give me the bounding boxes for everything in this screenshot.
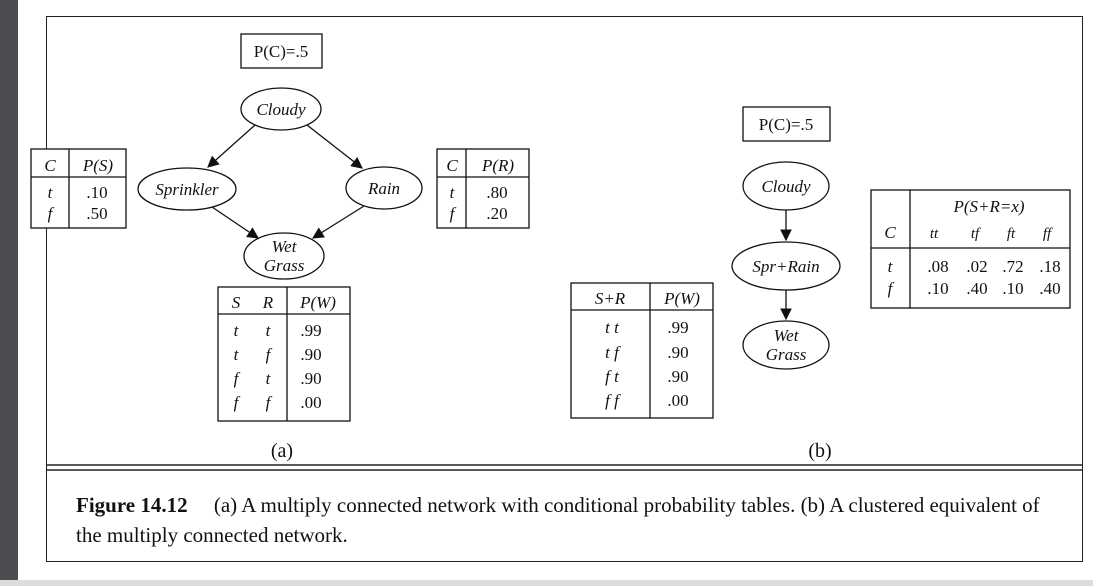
- cpt-title: P(S+R=x): [952, 197, 1024, 216]
- cpt-header: C: [44, 156, 56, 175]
- cpt-cell: .18: [1039, 257, 1060, 276]
- cpt-header: P(R): [481, 156, 514, 175]
- edge-cloudy-sprinkler: [207, 124, 256, 168]
- cpt-cell: .10: [86, 183, 107, 202]
- cpt-cell: .80: [486, 183, 507, 202]
- cpt-cell: t t: [605, 318, 620, 337]
- cpt-cell: f f: [605, 391, 621, 410]
- cpt-cell: t: [234, 345, 240, 364]
- cpt-cell: t: [48, 183, 54, 202]
- panel-a: P(C)=.5 Cloudy Sprinkler Rain Wet Grass …: [30, 33, 530, 462]
- cpt-cell: .08: [927, 257, 948, 276]
- cpt-header: ft: [1007, 226, 1016, 242]
- node-wetgrass: [243, 232, 325, 280]
- cpt-header: S+R: [595, 289, 626, 308]
- node-wetgrass-label-2: Grass: [264, 256, 305, 275]
- cpt-header: C: [884, 223, 896, 242]
- panel-a-label: (a): [271, 440, 293, 462]
- cpt-cell: .90: [300, 369, 321, 388]
- node-rain-label: Rain: [367, 179, 400, 198]
- cpt-cell: f: [266, 345, 273, 364]
- prior-box: [240, 33, 323, 69]
- cpt-cell: t: [888, 257, 894, 276]
- rain-cpt: C P(R) t .80 f .20: [436, 148, 530, 229]
- figure-caption: Figure 14.12 (a) A multiply connected ne…: [76, 490, 1066, 550]
- cpt-header: tt: [930, 226, 939, 242]
- cpt-header: S: [232, 293, 241, 312]
- cpt-cell: .20: [486, 204, 507, 223]
- edge-cloudy-rain: [306, 124, 363, 169]
- cpt-cell: .40: [1039, 279, 1060, 298]
- node-cloudy-label: Cloudy: [761, 177, 811, 196]
- figure-number: Figure 14.12: [76, 493, 188, 517]
- node-sprinkler: [137, 167, 237, 211]
- prior-box: [742, 106, 831, 142]
- caption-text: (a) A multiply connected network with co…: [76, 493, 1040, 547]
- node-wetgrass-label-1: Wet: [272, 237, 298, 256]
- cpt-header: C: [446, 156, 458, 175]
- node-cloudy: [240, 87, 322, 131]
- cpt-cell: .10: [927, 279, 948, 298]
- node-wetgrass-label-2: Grass: [766, 345, 807, 364]
- panel-b-label: (b): [808, 440, 831, 462]
- cpt-header: P(S): [82, 156, 114, 175]
- cpt-cell: .99: [300, 321, 321, 340]
- cpt-cell: .90: [300, 345, 321, 364]
- node-sprinkler-label: Sprinkler: [155, 180, 219, 199]
- cpt-header: P(W): [663, 289, 700, 308]
- cpt-cell: .90: [667, 343, 688, 362]
- cpt-cell: f: [234, 393, 241, 412]
- node-rain: [345, 166, 423, 210]
- node-cloudy-label: Cloudy: [256, 100, 306, 119]
- cpt-cell: .72: [1002, 257, 1023, 276]
- edge-rain-wet: [312, 205, 365, 239]
- panel-b: P(C)=.5 Cloudy Spr+Rain Wet Grass P(S+R=…: [570, 106, 1071, 462]
- edge-sprinkler-wet: [211, 206, 259, 239]
- cpt-cell: f: [48, 204, 55, 223]
- prior-label: P(C)=.5: [759, 115, 813, 134]
- node-wetgrass-label-1: Wet: [774, 326, 800, 345]
- cpt-cell: .50: [86, 204, 107, 223]
- cpt-cell: .10: [1002, 279, 1023, 298]
- cpt-cell: t: [266, 321, 272, 340]
- cpt-cell: f: [266, 393, 273, 412]
- cpt-cell: t: [450, 183, 456, 202]
- cpt-cell: .00: [667, 391, 688, 410]
- cpt-header: P(W): [299, 293, 336, 312]
- cpt-cell: f: [234, 369, 241, 388]
- cpt-cell: t: [234, 321, 240, 340]
- cpt-cell: .99: [667, 318, 688, 337]
- cpt-cell: .40: [966, 279, 987, 298]
- sprinkler-cpt: C P(S) t .10 f .50: [30, 148, 127, 229]
- window-bottom-edge: [0, 580, 1093, 586]
- node-sprrain-label: Spr+Rain: [752, 257, 819, 276]
- cpt-cell: f: [450, 204, 457, 223]
- window-left-edge: [0, 0, 18, 586]
- cpt-header: ff: [1043, 226, 1053, 242]
- cpt-cell: .02: [966, 257, 987, 276]
- prior-label: P(C)=.5: [254, 42, 308, 61]
- node-wetgrass: [742, 320, 830, 370]
- sprrain-cpt: P(S+R=x) C tt tf ft ff t .08 .02 .72 .18…: [870, 189, 1071, 309]
- cpt-cell: t: [266, 369, 272, 388]
- cpt-cell: .90: [667, 367, 688, 386]
- cpt-cell: f: [888, 279, 895, 298]
- cpt-cell: t f: [605, 343, 621, 362]
- cpt-cell: .00: [300, 393, 321, 412]
- wetgrass-cpt: S R P(W) t t .99 t f .90 f t .90 f f .00: [217, 286, 351, 422]
- cpt-header: tf: [971, 226, 981, 242]
- figure-frame: [46, 16, 1083, 562]
- cpt-cell: f t: [605, 367, 620, 386]
- cpt-header: R: [262, 293, 274, 312]
- wetgrass-cpt: S+R P(W) t t .99 t f .90 f t .90 f f .00: [570, 282, 714, 419]
